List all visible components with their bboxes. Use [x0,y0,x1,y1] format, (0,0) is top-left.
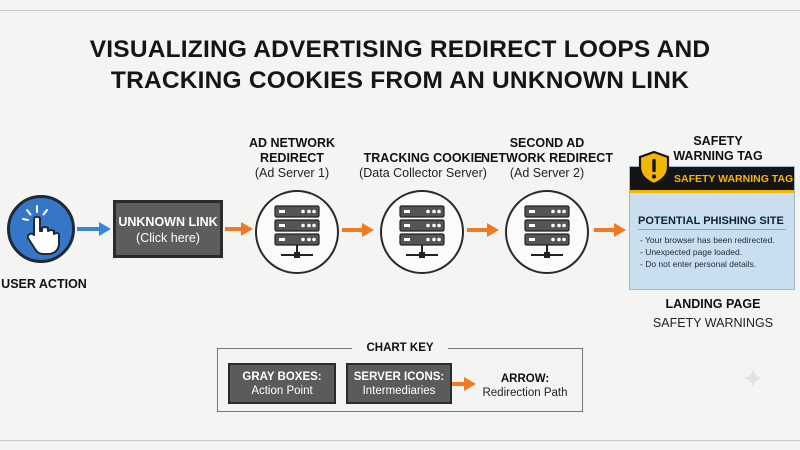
tracking-title: TRACKING COOKIE [363,151,483,165]
arrow-link-to-ad-server [225,222,253,236]
warning-bullets: - Your browser has been redirected. - Un… [640,234,775,270]
phishing-title: POTENTIAL PHISHING SITE [638,215,784,227]
server-icon [524,205,570,258]
warning-bullet: - Your browser has been redirected. [640,235,775,245]
landing-page-caption: LANDING PAGE SAFETY WARNINGS [629,297,797,331]
tracking-subtitle: (Data Collector Server) [359,166,487,180]
user-action-node [7,195,75,263]
key-server-icons-subtitle: Intermediaries [362,385,436,397]
safety-caption-1: SAFETY [693,134,743,148]
key-arrow: ARROW: Redirection Path [473,372,577,401]
safety-caption-2: WARNING TAG [673,149,763,163]
safety-warning-header-text: SAFETY WARNING TAG [674,173,794,185]
ad-network-title-1: AD NETWORK [248,136,336,150]
server-icon [274,205,320,258]
warning-shield-icon [638,151,670,185]
ad-network-subtitle: (Ad Server 1) [254,166,330,180]
unknown-link-box: UNKNOWN LINK (Click here) [113,200,223,258]
title-line-1: VISUALIZING ADVERTISING REDIRECT LOOPS A… [89,36,711,63]
second-ad-title-2: NETWORK REDIRECT [481,151,613,165]
title-line-2: TRACKING COOKIES FROM AN UNKNOWN LINK [110,67,690,94]
key-gray-boxes: GRAY BOXES: Action Point [228,363,336,404]
panel-divider [638,229,786,230]
ad-server-1-node [255,190,339,274]
unknown-link-subtitle: (Click here) [136,231,200,245]
tracking-server-node [380,190,464,274]
key-arrow-title: ARROW: [500,373,550,385]
arrow-tracking-to-second-ad [467,223,499,237]
second-ad-caption: SECOND AD NETWORK REDIRECT (Ad Server 2) [480,136,614,181]
user-action-label: USER ACTION [1,277,87,291]
landing-page-subtitle: SAFETY WARNINGS [652,316,774,330]
key-gray-boxes-title: GRAY BOXES: [242,371,322,383]
tracking-caption: TRACKING COOKIE (Data Collector Server) [355,151,491,181]
key-server-icons-title: SERVER ICONS: [353,371,445,383]
arrow-ad-server-to-tracking [342,223,374,237]
arrow-second-ad-to-landing [594,223,626,237]
landing-page-title: LANDING PAGE [665,297,761,311]
ad-network-title-2: REDIRECT [260,151,324,165]
server-icon [399,205,445,258]
second-ad-title-1: SECOND AD [509,136,585,150]
page-frame [0,10,800,441]
warning-bullet: - Do not enter personal details. [640,259,757,269]
second-ad-subtitle: (Ad Server 2) [509,166,585,180]
ad-network-caption: AD NETWORK REDIRECT (Ad Server 1) [232,136,352,181]
key-arrow-icon [452,377,476,391]
chart-key-title: CHART KEY [352,341,448,355]
ad-server-2-node [505,190,589,274]
safety-warning-panel: SAFETY WARNING TAG POTENTIAL PHISHING SI… [629,166,795,290]
key-server-icons: SERVER ICONS: Intermediaries [346,363,452,404]
pointer-hand-icon [22,205,60,255]
key-gray-boxes-subtitle: Action Point [251,385,313,397]
page-title: VISUALIZING ADVERTISING REDIRECT LOOPS A… [0,34,800,96]
arrow-user-to-link [77,222,111,236]
unknown-link-title: UNKNOWN LINK [118,215,218,229]
warning-bullet: - Unexpected page loaded. [640,247,743,257]
safety-caption: SAFETY WARNING TAG [662,134,774,164]
key-arrow-subtitle: Redirection Path [482,387,568,399]
sparkle-icon [743,368,763,388]
